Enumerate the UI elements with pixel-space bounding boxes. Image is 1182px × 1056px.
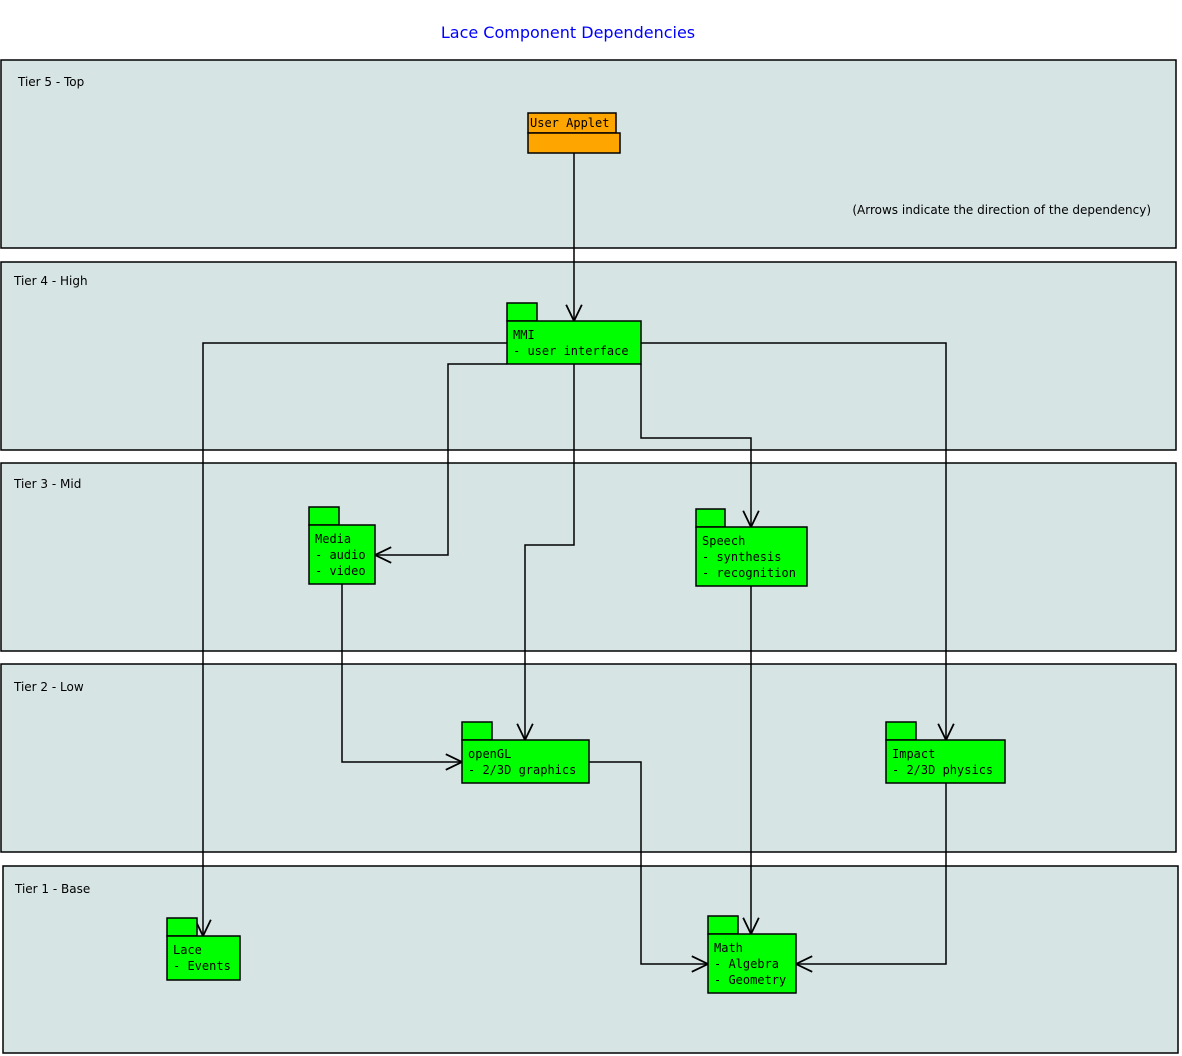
dependency-line <box>202 342 507 936</box>
package-text: Impact <box>892 747 935 761</box>
dependency-line <box>640 364 752 527</box>
package-applet[interactable]: User Applet <box>527 112 621 154</box>
package-text: - Algebra <box>714 957 779 971</box>
package-body <box>707 933 797 994</box>
package-text: - audio <box>315 548 366 562</box>
dependency-line <box>341 584 462 763</box>
tier-label: Tier 3 - Mid <box>13 477 81 491</box>
package-text: Lace <box>173 943 202 957</box>
package-body <box>885 739 1006 784</box>
package-text: - recognition <box>702 566 796 580</box>
package-tab <box>461 721 493 741</box>
package-body <box>695 526 808 587</box>
diagram-note: (Arrows indicate the direction of the de… <box>852 203 1151 217</box>
dependency-line <box>641 342 947 740</box>
package-text: - synthesis <box>702 550 781 564</box>
package-media[interactable]: Media - audio - video <box>308 506 376 585</box>
dependency-line <box>796 783 947 965</box>
package-tab <box>308 506 340 526</box>
dependency-line <box>524 364 575 740</box>
tier-tier3: Tier 3 - Mid <box>0 462 1177 652</box>
package-body <box>461 739 590 784</box>
package-text: - video <box>315 564 366 578</box>
package-tab <box>506 302 538 322</box>
package-text: - 2/3D graphics <box>468 763 576 777</box>
package-impact[interactable]: Impact - 2/3D physics <box>885 721 1006 784</box>
package-tab <box>707 915 739 935</box>
package-tab <box>695 508 726 528</box>
package-tab <box>885 721 917 741</box>
package-body <box>166 935 241 981</box>
package-body <box>308 524 376 585</box>
package-text: Media <box>315 532 351 546</box>
tier-label: Tier 5 - Top <box>17 75 84 89</box>
package-text: - user interface <box>513 344 629 358</box>
tier-tier5: Tier 5 - Top <box>0 59 1177 249</box>
package-text: - Geometry <box>714 973 786 987</box>
package-text: MMI <box>513 328 535 342</box>
package-text: User Applet <box>530 116 609 130</box>
package-text: - 2/3D physics <box>892 763 993 777</box>
dependency-line <box>589 761 708 965</box>
package-text: - Events <box>173 959 231 973</box>
package-body <box>506 320 642 365</box>
tier-band <box>0 59 1177 249</box>
tier-label: Tier 4 - High <box>13 274 88 288</box>
package-speech[interactable]: Speech - synthesis - recognition <box>695 508 808 587</box>
package-tab <box>166 917 198 937</box>
package-math[interactable]: Math - Algebra - Geometry <box>707 915 797 994</box>
package-text: Math <box>714 941 743 955</box>
package-text: Speech <box>702 534 745 548</box>
diagram-title: Lace Component Dependencies <box>441 23 695 42</box>
package-mmi[interactable]: MMI - user interface <box>506 302 642 365</box>
package-text: openGL <box>468 747 511 761</box>
tier-label: Tier 2 - Low <box>13 680 84 694</box>
tier-band <box>0 462 1177 652</box>
package-opengl[interactable]: openGL - 2/3D graphics <box>461 721 590 784</box>
dependency-line <box>375 363 507 556</box>
package-lace[interactable]: Lace - Events <box>166 917 241 981</box>
package-body <box>527 132 621 154</box>
tier-label: Tier 1 - Base <box>14 882 90 896</box>
